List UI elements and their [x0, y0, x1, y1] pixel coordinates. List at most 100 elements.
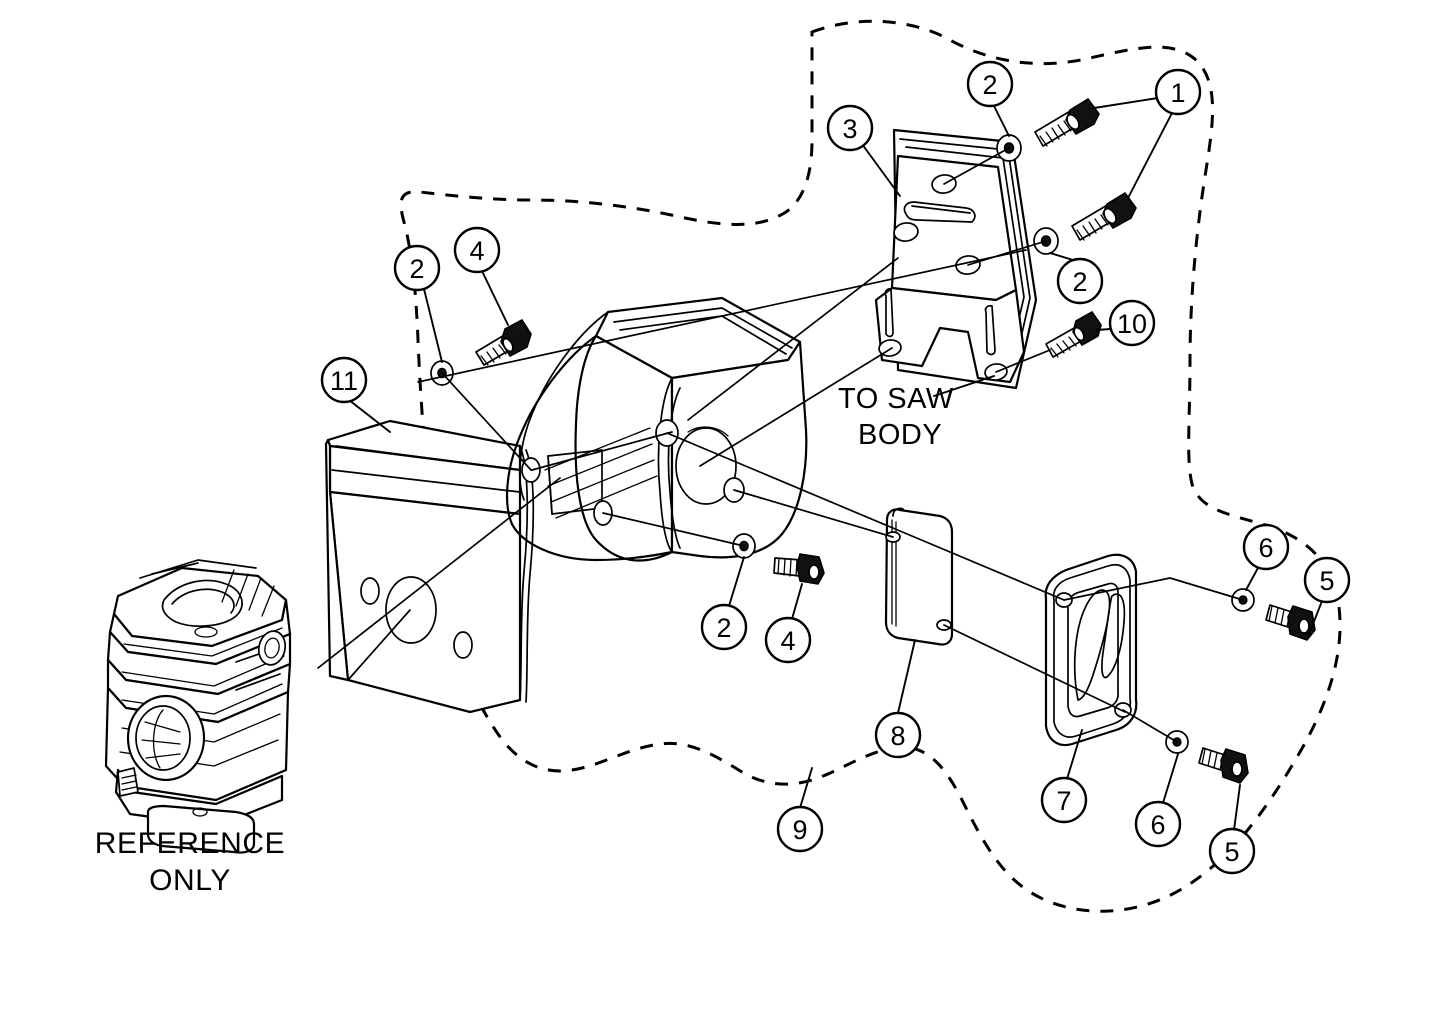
screw-1-upper — [996, 98, 1100, 162]
cylinder-intake-bore — [135, 705, 191, 771]
callout-5b-circle[interactable] — [1208, 827, 1256, 875]
muffler-left-silhouette — [505, 334, 598, 526]
reference-cylinder — [104, 559, 292, 854]
reference-only-line2: ONLY — [149, 864, 231, 897]
screw1l-th4 — [1094, 218, 1103, 230]
cylinder-decomp-line-2 — [121, 780, 137, 785]
callout-1-circle[interactable] — [1154, 68, 1202, 116]
leader-11 — [348, 399, 391, 433]
callout-6a-circle[interactable] — [1242, 523, 1290, 571]
callout-4a-label: 4 — [469, 236, 484, 266]
callout-4b-circle[interactable] — [764, 616, 812, 664]
callout-2c[interactable]: 2 — [393, 244, 441, 292]
callout-9[interactable]: 9 — [776, 805, 824, 853]
callout-3-circle[interactable] — [826, 104, 874, 152]
cylinder-intake-vane-1 — [152, 709, 164, 769]
callout-2a-circle[interactable] — [966, 60, 1014, 108]
bracket-hole-left — [893, 222, 919, 242]
callout-10-circle[interactable] — [1108, 299, 1156, 347]
bolt10-th1 — [1050, 347, 1059, 358]
leader-9 — [799, 767, 813, 809]
spark-arrestor-cover — [1044, 553, 1138, 747]
screw1u-th3 — [1051, 127, 1060, 140]
callout-4a[interactable]: 4 — [453, 226, 501, 274]
leader-7 — [1066, 729, 1083, 780]
callout-3[interactable]: 3 — [826, 104, 874, 152]
cylinder-head-dome — [161, 579, 243, 627]
callout-6a[interactable]: 6 — [1242, 523, 1290, 571]
callout-9-circle[interactable] — [776, 805, 824, 853]
callout-6a-label: 6 — [1258, 533, 1273, 563]
callout-4a-circle[interactable] — [453, 226, 501, 274]
screw1l-th1 — [1076, 229, 1085, 241]
callout-6b[interactable]: 6 — [1134, 800, 1182, 848]
heat-shield-hole-small-left — [360, 577, 380, 605]
callout-4b[interactable]: 4 — [764, 616, 812, 664]
callout-11[interactable]: 11 — [320, 356, 368, 404]
callout-5b[interactable]: 5 — [1208, 827, 1256, 875]
callout-11-circle[interactable] — [320, 356, 368, 404]
align-muffler-boss-b — [602, 512, 745, 547]
muffler-outlet-lip — [687, 426, 729, 437]
muffler-gasket — [884, 507, 954, 646]
callout-2a[interactable]: 2 — [966, 60, 1014, 108]
callout-5a-label: 5 — [1319, 566, 1334, 596]
muffler-corner-a — [595, 311, 609, 337]
screw-5-upper — [1231, 588, 1316, 641]
leader-2d — [728, 556, 745, 607]
muffler-outlet-port — [675, 427, 737, 505]
callout-8-circle[interactable] — [874, 711, 922, 759]
align-muffler-boss — [531, 431, 673, 471]
reference-only-line1: REFERENCE — [95, 827, 285, 860]
callout-5a-circle[interactable] — [1303, 556, 1351, 604]
cylinder-fin-edge-1 — [123, 627, 283, 657]
leader-5b — [1233, 784, 1241, 831]
callout-2c-circle[interactable] — [393, 244, 441, 292]
align-shield — [317, 477, 561, 669]
leader-1-lower — [1127, 112, 1173, 199]
callout-10[interactable]: 10 — [1108, 299, 1156, 347]
callout-2d-circle[interactable] — [700, 603, 748, 651]
align-washer2-lower — [967, 240, 1047, 266]
callout-7-circle[interactable] — [1040, 776, 1088, 824]
screw-4-lr-collar — [808, 564, 820, 580]
cover-slot-left — [1073, 589, 1111, 701]
callout-2b-label: 2 — [1072, 267, 1087, 297]
callout-2b-circle[interactable] — [1056, 257, 1104, 305]
callout-8[interactable]: 8 — [874, 711, 922, 759]
s4ul-th3 — [492, 347, 501, 359]
callout-1[interactable]: 1 — [1154, 68, 1202, 116]
bolt-10 — [1045, 311, 1102, 358]
callout-5a[interactable]: 5 — [1303, 556, 1351, 604]
cylinder-rib-4 — [261, 585, 275, 617]
align-shield-hole — [347, 609, 411, 681]
leader-6b — [1162, 753, 1179, 804]
bracket-leg-slot-left — [884, 288, 894, 338]
align-bolt10 — [995, 349, 1051, 373]
screw-1-lower-collar — [1103, 207, 1117, 225]
leader-8 — [897, 639, 916, 714]
callout-2b[interactable]: 2 — [1056, 257, 1104, 305]
bolt10-th4 — [1068, 336, 1077, 347]
leader-3 — [861, 143, 901, 197]
cylinder-skirt — [146, 804, 256, 854]
callout-2d[interactable]: 2 — [700, 603, 748, 651]
leader-4a — [481, 270, 509, 326]
muffler-top-rib-1 — [613, 307, 793, 349]
muffler-bottom-silhouette — [510, 522, 674, 562]
s4lr-th1 — [777, 557, 780, 575]
callout-1-label: 1 — [1170, 78, 1185, 108]
s5l-th3 — [1213, 752, 1218, 769]
callout-7[interactable]: 7 — [1040, 776, 1088, 824]
cylinder-exhaust-bore — [264, 637, 280, 659]
callout-2c-label: 2 — [409, 254, 424, 284]
screw1l-th5 — [1100, 214, 1109, 226]
to-saw-body-line1: TO SAW — [838, 383, 954, 415]
cylinder-decomp-line-3 — [121, 786, 137, 791]
heat-shield-fold-line-b — [331, 469, 521, 493]
screw-1-lower — [1033, 192, 1137, 255]
align-gasket-top — [733, 489, 894, 538]
callout-6b-circle[interactable] — [1134, 800, 1182, 848]
